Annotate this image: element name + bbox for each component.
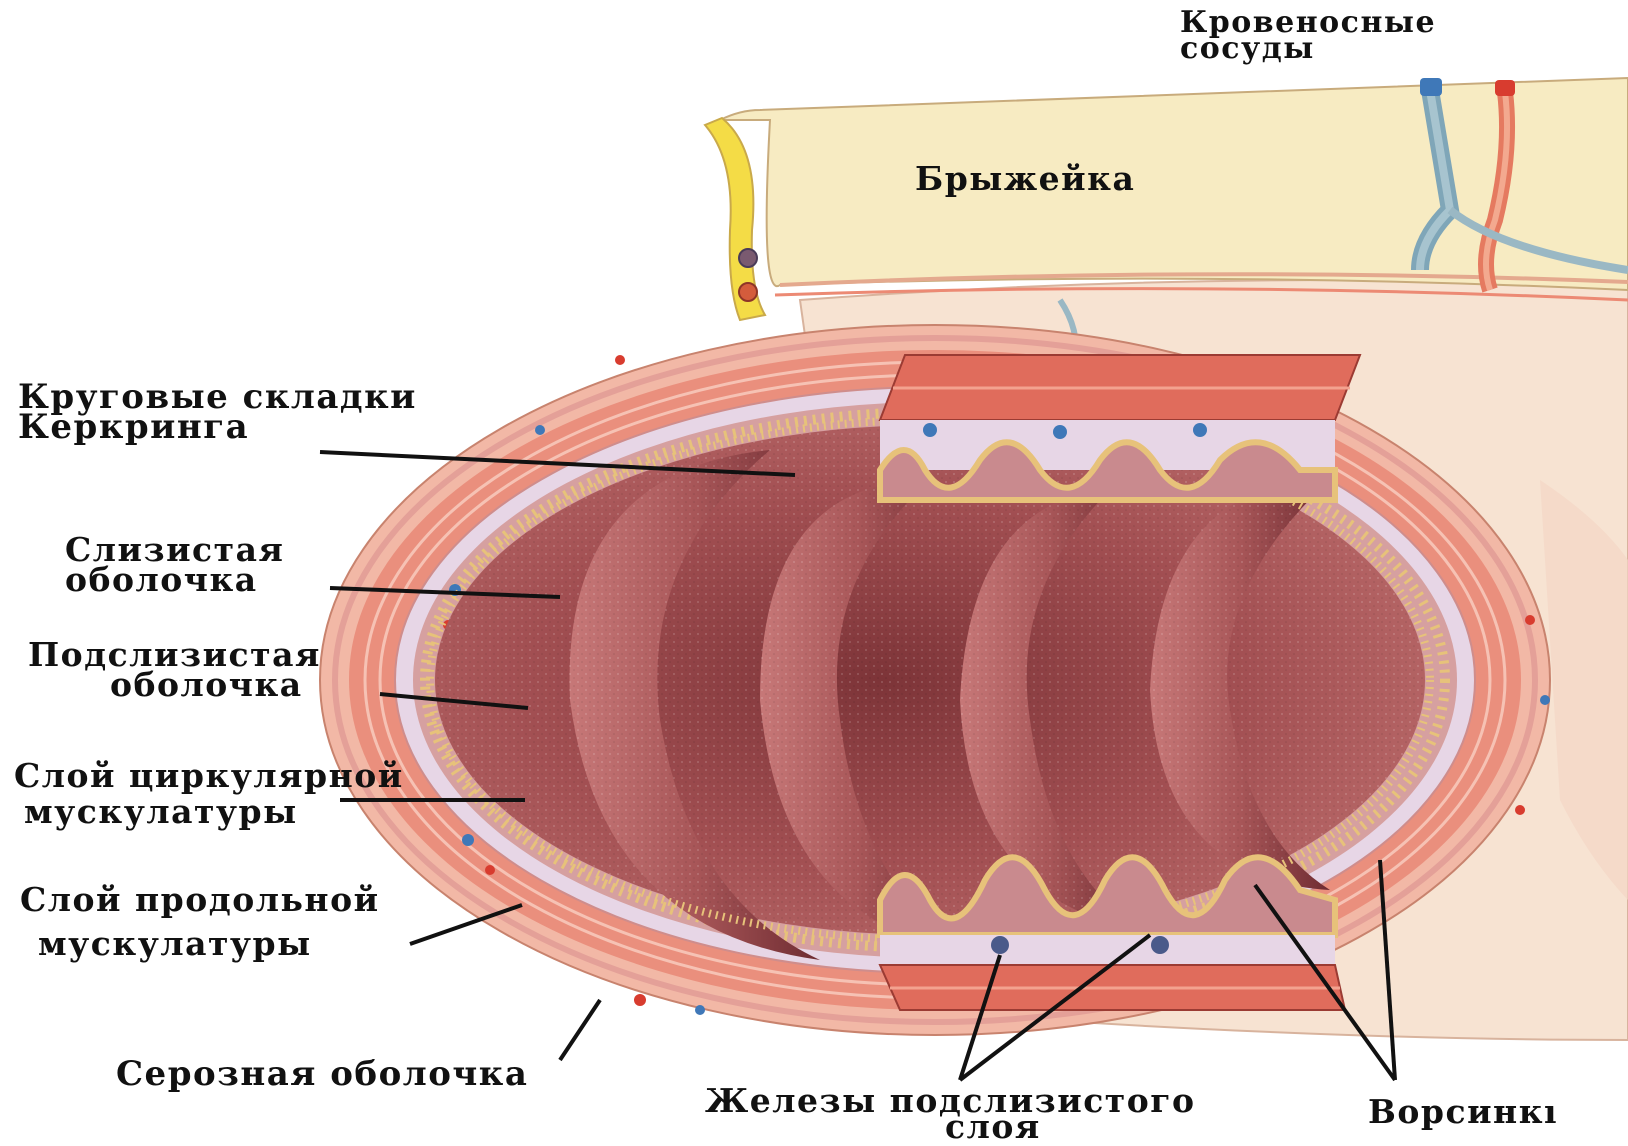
label-circular-muscle: Слой циркулярной мускулатуры (14, 758, 404, 830)
label-submucosa: Подслизистая оболочка (28, 640, 321, 700)
label-circular-folds: Круговые складки Керкринга (18, 382, 417, 442)
label-villi: Ворсинкı (1368, 1098, 1558, 1126)
leader-serosa (560, 1000, 600, 1060)
label-mesentery: Брыжейка (915, 165, 1135, 193)
label-serosa: Серозная оболочка (116, 1060, 528, 1088)
label-longitudinal-muscle: Слой продольной мускулатуры (20, 878, 380, 966)
label-submucosal-glands: Железы подслизистого слоя (705, 1088, 1196, 1140)
label-blood-vessels: Кровеносные сосуды (1180, 10, 1436, 62)
label-mucosa: Слизистая оболочка (65, 535, 284, 595)
